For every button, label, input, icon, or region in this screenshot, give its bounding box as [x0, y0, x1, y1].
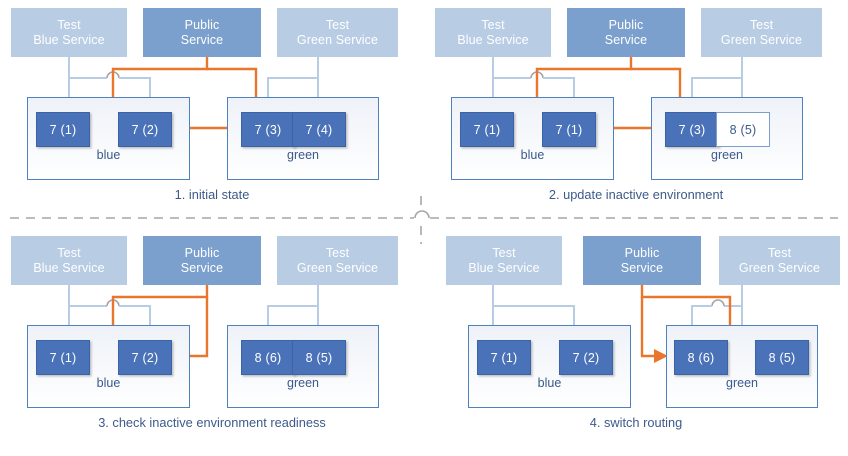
- node-blue-2[interactable]: 7 (1): [542, 112, 596, 147]
- service-public-line2: Service: [620, 260, 664, 275]
- node-blue-2[interactable]: 7 (2): [118, 112, 172, 147]
- service-public[interactable]: Public Service: [143, 236, 261, 285]
- panel-3: Test Blue Service Public Service Test Gr…: [0, 228, 424, 456]
- node-green-2-label: 8 (5): [729, 122, 757, 137]
- node-blue-1[interactable]: 7 (1): [460, 112, 514, 147]
- environment-green-label: green: [287, 376, 319, 390]
- node-green-1-label: 7 (3): [254, 122, 282, 137]
- node-green-2[interactable]: 8 (5): [755, 340, 809, 375]
- service-public-line2: Service: [180, 32, 224, 47]
- service-test-green-line1: Test: [749, 17, 774, 32]
- service-test-green[interactable]: Test Green Service: [277, 8, 398, 57]
- service-test-blue[interactable]: Test Blue Service: [11, 236, 127, 285]
- service-test-blue[interactable]: Test Blue Service: [435, 8, 551, 57]
- service-test-green-line2: Green Service: [738, 260, 821, 275]
- environment-blue-label: blue: [520, 148, 545, 162]
- node-blue-1-label: 7 (1): [490, 350, 518, 365]
- node-blue-1-label: 7 (1): [49, 122, 77, 137]
- node-green-1[interactable]: 8 (6): [241, 340, 295, 375]
- environment-green-label: green: [726, 376, 758, 390]
- panel-4: Test Blue Service Public Service Test Gr…: [424, 228, 848, 456]
- node-green-2-label: 7 (4): [305, 122, 333, 137]
- node-green-2[interactable]: 7 (4): [292, 112, 346, 147]
- service-test-green-line1: Test: [325, 245, 350, 260]
- panel-2-caption: 2. update inactive environment: [548, 187, 724, 202]
- node-blue-2-label: 7 (2): [572, 350, 600, 365]
- node-blue-1[interactable]: 7 (1): [477, 340, 531, 375]
- node-blue-2-label: 7 (1): [555, 122, 583, 137]
- node-green-1[interactable]: 7 (3): [665, 112, 719, 147]
- service-test-green-line2: Green Service: [296, 32, 379, 47]
- service-public[interactable]: Public Service: [583, 236, 701, 285]
- node-green-1[interactable]: 7 (3): [241, 112, 295, 147]
- node-green-2[interactable]: 8 (5): [292, 340, 346, 375]
- node-blue-2[interactable]: 7 (2): [559, 340, 613, 375]
- environment-green-label: green: [711, 148, 743, 162]
- node-blue-1[interactable]: 7 (1): [36, 112, 90, 147]
- service-test-green[interactable]: Test Green Service: [277, 236, 398, 285]
- node-blue-1-label: 7 (1): [49, 350, 77, 365]
- node-blue-2-label: 7 (2): [131, 350, 159, 365]
- node-blue-2[interactable]: 7 (2): [118, 340, 172, 375]
- service-public-line2: Service: [604, 32, 648, 47]
- node-green-1[interactable]: 8 (6): [674, 340, 728, 375]
- node-green-2-label: 8 (5): [768, 350, 796, 365]
- environment-blue-label: blue: [537, 376, 562, 390]
- node-green-1-label: 7 (3): [678, 122, 706, 137]
- service-public[interactable]: Public Service: [143, 8, 261, 57]
- service-test-green-line2: Green Service: [296, 260, 379, 275]
- node-green-2-label: 8 (5): [305, 350, 333, 365]
- service-test-blue-line1: Test: [57, 245, 81, 260]
- service-test-green-line2: Green Service: [720, 32, 803, 47]
- panel-1-caption: 1. initial state: [174, 187, 250, 202]
- service-test-blue-line1: Test: [481, 17, 505, 32]
- service-test-green[interactable]: Test Green Service: [701, 8, 822, 57]
- node-green-2[interactable]: 8 (5): [716, 112, 770, 147]
- service-test-green-line1: Test: [767, 245, 792, 260]
- service-public-line2: Service: [180, 260, 224, 275]
- service-test-blue-line2: Blue Service: [33, 260, 105, 275]
- panel-1: Test Blue Service Public Service Test Gr…: [0, 0, 424, 228]
- panel-4-caption: 4. switch routing: [589, 415, 683, 430]
- environment-blue-label: blue: [96, 148, 121, 162]
- panel-3-caption: 3. check inactive environment readiness: [98, 415, 326, 430]
- service-test-blue-line2: Blue Service: [468, 260, 540, 275]
- node-blue-2-label: 7 (2): [131, 122, 159, 137]
- node-blue-1[interactable]: 7 (1): [36, 340, 90, 375]
- environment-blue-label: blue: [96, 376, 121, 390]
- service-public-line1: Public: [608, 17, 644, 32]
- environment-green-label: green: [287, 148, 319, 162]
- service-test-blue[interactable]: Test Blue Service: [446, 236, 562, 285]
- node-green-1-label: 8 (6): [254, 350, 282, 365]
- service-public-line1: Public: [184, 17, 220, 32]
- node-blue-1-label: 7 (1): [473, 122, 501, 137]
- service-test-blue-line2: Blue Service: [457, 32, 529, 47]
- service-test-green-line1: Test: [325, 17, 350, 32]
- service-test-green[interactable]: Test Green Service: [719, 236, 840, 285]
- service-test-blue-line1: Test: [57, 17, 81, 32]
- service-public[interactable]: Public Service: [567, 8, 685, 57]
- service-public-line1: Public: [184, 245, 220, 260]
- service-public-line1: Public: [624, 245, 660, 260]
- service-test-blue-line1: Test: [492, 245, 516, 260]
- node-green-1-label: 8 (6): [687, 350, 715, 365]
- service-test-blue[interactable]: Test Blue Service: [11, 8, 127, 57]
- panel-2: Test Blue Service Public Service Test Gr…: [424, 0, 848, 228]
- service-test-blue-line2: Blue Service: [33, 32, 105, 47]
